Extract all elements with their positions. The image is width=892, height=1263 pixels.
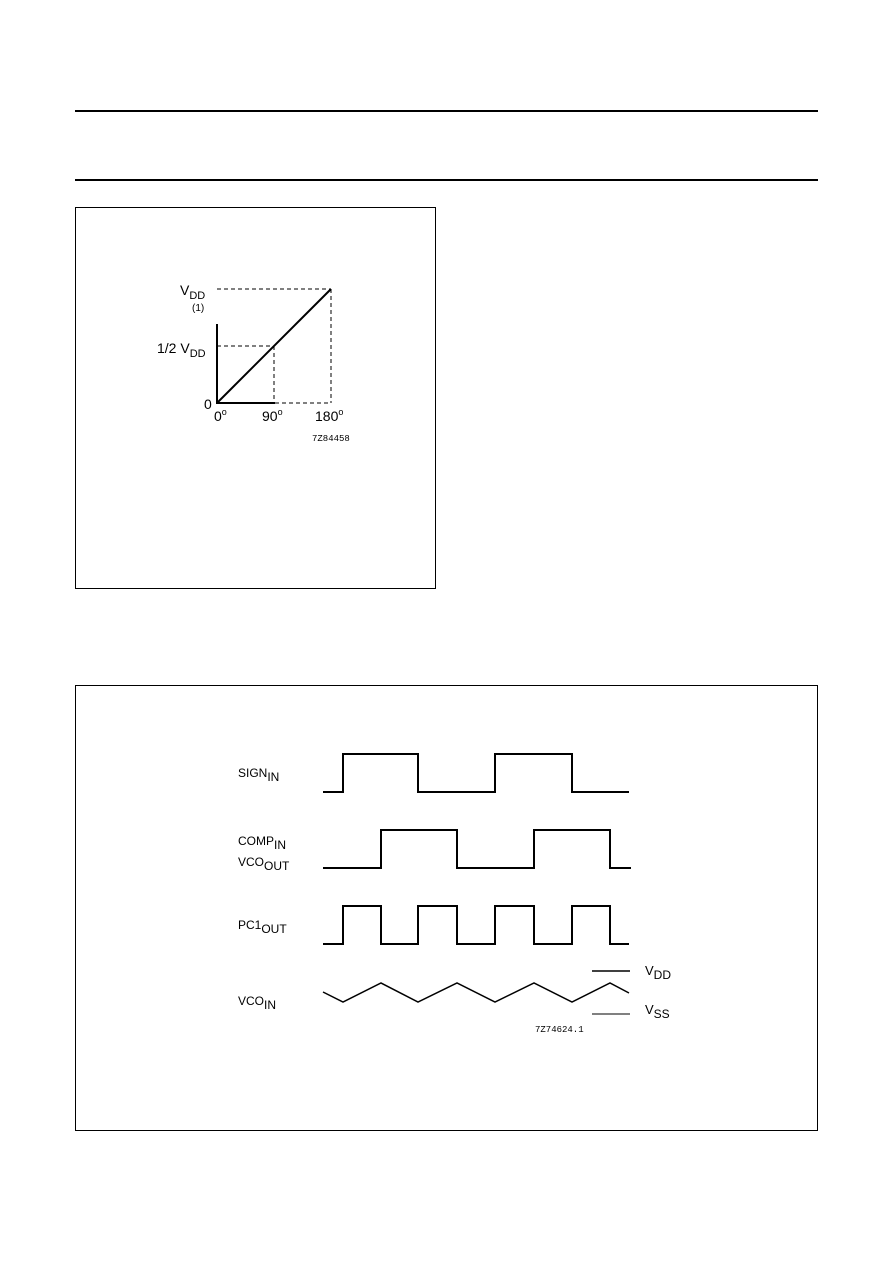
vss-label: VSS bbox=[645, 1002, 670, 1021]
waveform-vco-in bbox=[322, 982, 630, 1003]
x-tick-0: 0o bbox=[214, 407, 227, 424]
waveform-sign-in bbox=[323, 753, 629, 793]
x-tick-90: 90o bbox=[262, 407, 283, 424]
note-marker: (1) bbox=[192, 303, 204, 314]
header-rule-top bbox=[75, 110, 818, 112]
signal-label-vco-in: VCOIN bbox=[238, 994, 276, 1012]
waveform-pc1-out bbox=[323, 905, 629, 945]
figure2-frame bbox=[75, 685, 818, 1131]
y-label-zero: 0 bbox=[204, 396, 212, 412]
signal-label-vco-out: VCOOUT bbox=[238, 855, 290, 873]
signal-label-pc1-out: PC1OUT bbox=[238, 918, 287, 936]
vdd-label: VDD bbox=[645, 963, 671, 982]
header-rule-bottom bbox=[75, 179, 818, 181]
transfer-line bbox=[216, 288, 332, 404]
figure1-frame bbox=[75, 207, 436, 589]
y-label-vdd: VDD bbox=[180, 282, 205, 302]
waveform-comp-in bbox=[323, 829, 631, 869]
figure1-code: 7Z84458 bbox=[312, 434, 350, 444]
y-label-half-vdd: 1/2 VDD bbox=[157, 340, 206, 360]
x-tick-180: 180o bbox=[315, 407, 343, 424]
signal-label-sign-in: SIGNIN bbox=[238, 766, 279, 784]
signal-label-comp-in: COMPIN bbox=[238, 834, 286, 852]
figure2-code: 7Z74624.1 bbox=[535, 1025, 584, 1035]
